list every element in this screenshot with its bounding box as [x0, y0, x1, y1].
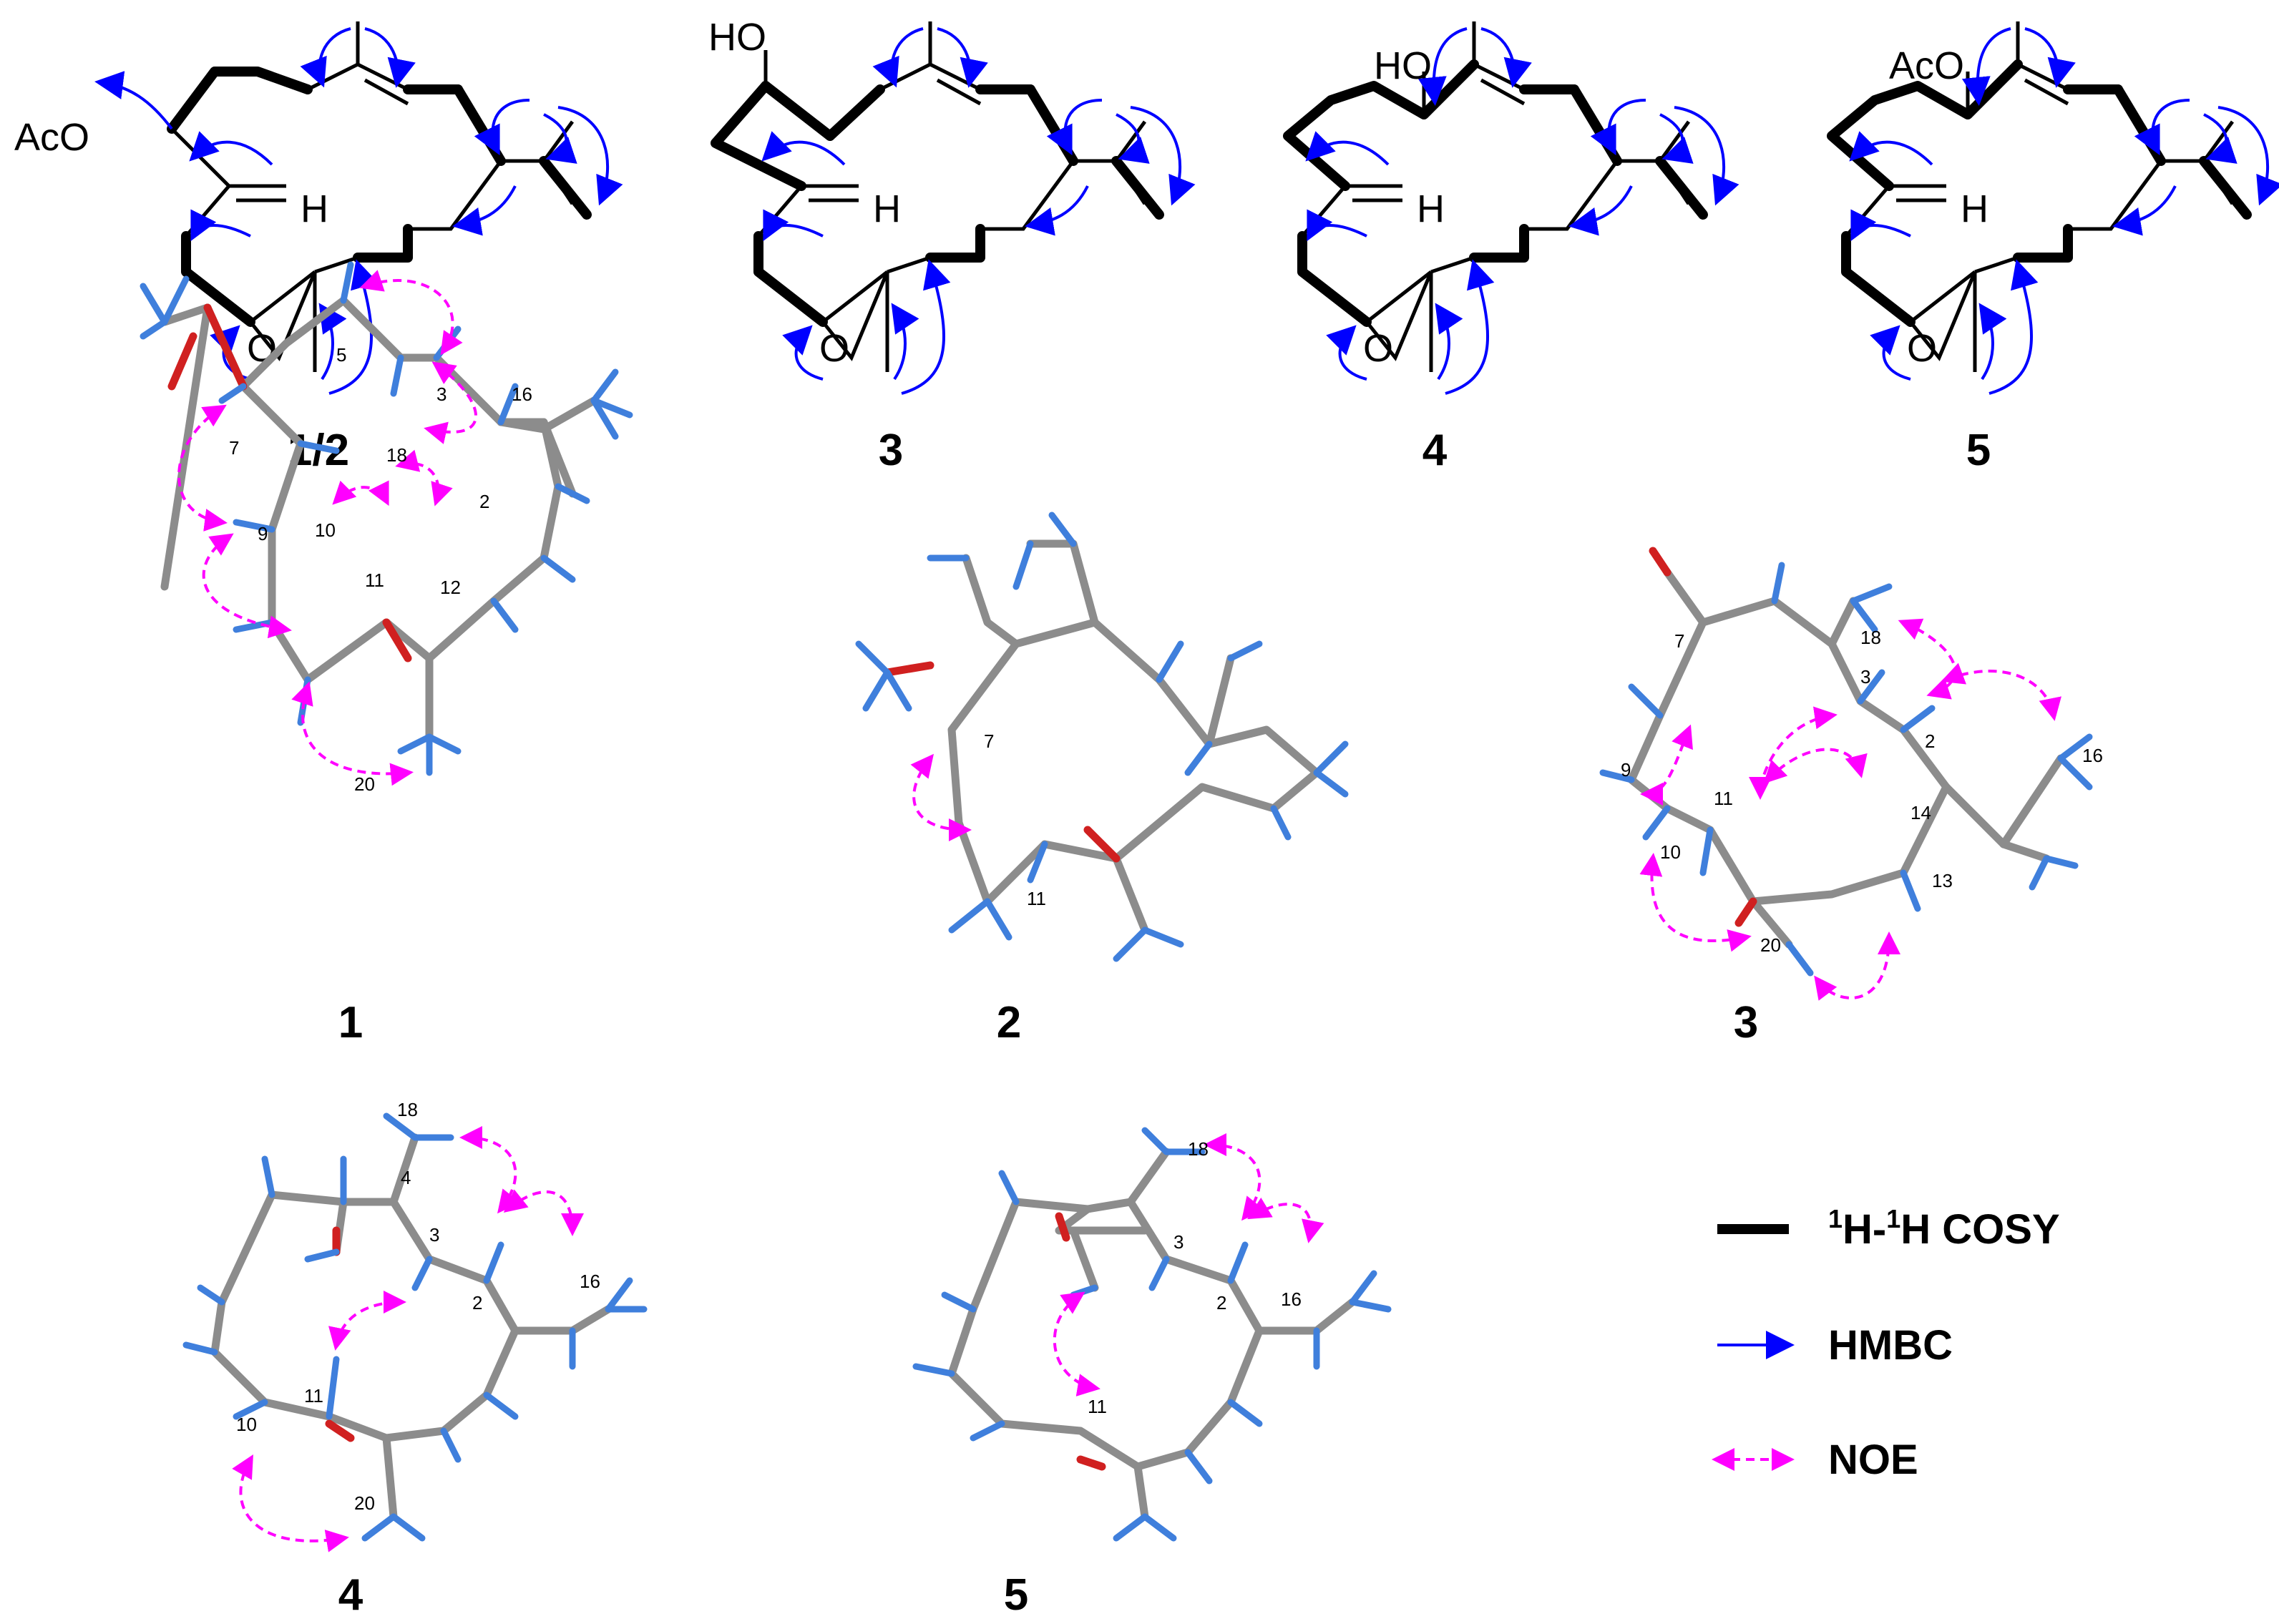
atom-number: 18 — [1860, 627, 1881, 648]
atom-number: 14 — [1910, 802, 1931, 823]
atom-number: 2 — [479, 491, 489, 512]
h-atom: H — [1417, 187, 1445, 230]
structure-1-2: AcO H O 1/2 — [14, 21, 623, 475]
atom-number: 10 — [315, 519, 336, 541]
atom-number: 5 — [336, 344, 346, 366]
substituent-label: AcO — [1889, 44, 1964, 87]
atom-number: 7 — [1674, 630, 1684, 652]
atom-number: 18 — [386, 444, 407, 466]
atom-number: 10 — [236, 1414, 257, 1435]
legend: 1H-1H COSY HMBC NOE — [1712, 1204, 2060, 1483]
h-atom: H — [1961, 187, 1988, 230]
atom-number: 9 — [258, 523, 268, 544]
structure-5: AcO H O 5 — [1827, 21, 2279, 475]
atom-number: 16 — [2082, 745, 2103, 766]
atom-number: 16 — [1281, 1288, 1302, 1310]
atom-number: 9 — [1621, 759, 1631, 781]
compound-label: 5 — [1004, 1570, 1028, 1620]
substituent-label: HO — [708, 16, 766, 59]
atom-number: 20 — [354, 1492, 375, 1514]
o-atom: O — [1363, 327, 1393, 370]
atom-number: 16 — [512, 383, 532, 405]
atom-number: 16 — [580, 1271, 600, 1292]
hmbc-legend-label: HMBC — [1828, 1322, 1953, 1369]
atom-number: 3 — [1860, 666, 1870, 688]
substituent-label: AcO — [14, 116, 89, 159]
compound-label: 1 — [338, 998, 363, 1047]
atom-number: 13 — [1932, 870, 1953, 891]
atom-number: 11 — [1027, 888, 1046, 909]
structure-4: HO H O 4 — [1283, 21, 1739, 475]
atom-number: 4 — [401, 1167, 411, 1188]
compound-label: 4 — [1422, 426, 1448, 475]
atom-numbers: 5 3 16 7 18 2 9 10 11 12 20 7 11 18 7 3 … — [229, 344, 2103, 1514]
h-atom: H — [873, 187, 901, 230]
atom-number: 7 — [229, 437, 239, 459]
h-atom: H — [301, 187, 328, 230]
compound-label: 3 — [1734, 998, 1758, 1047]
atom-number: 7 — [984, 730, 994, 752]
compound-label: 4 — [338, 1570, 363, 1620]
conformer-1: 1 — [140, 261, 633, 1047]
o-atom: O — [819, 327, 849, 370]
atom-number: 3 — [429, 1224, 439, 1246]
atom-number: 20 — [1760, 934, 1781, 956]
atom-number: 3 — [1173, 1231, 1184, 1253]
compound-label: 3 — [879, 426, 903, 475]
o-atom: O — [1907, 327, 1937, 370]
atom-number: 11 — [365, 569, 384, 591]
atom-number: 10 — [1660, 841, 1681, 863]
structure-3: HO H O 3 — [708, 16, 1196, 475]
conformer-4: 4 — [182, 1112, 648, 1620]
noe-legend-label: NOE — [1828, 1437, 1918, 1483]
conformer-5: 5 — [912, 1127, 1392, 1620]
atom-number: 12 — [440, 577, 461, 598]
atom-number: 18 — [1188, 1138, 1209, 1160]
atom-number: 2 — [1925, 730, 1935, 752]
compound-label: 2 — [997, 998, 1021, 1047]
conformer-3: 3 — [1599, 547, 2093, 1047]
cosy-legend-label: 1H-1H COSY — [1828, 1204, 2060, 1253]
atom-number: 2 — [1216, 1292, 1226, 1314]
atom-number: 3 — [436, 383, 446, 405]
atom-number: 11 — [1714, 788, 1733, 809]
atom-number: 11 — [1088, 1396, 1107, 1417]
compound-label: 5 — [1966, 426, 1991, 475]
atom-number: 18 — [397, 1099, 418, 1120]
atom-number: 11 — [304, 1385, 323, 1407]
atom-number: 20 — [354, 773, 375, 795]
substituent-label: HO — [1374, 44, 1432, 87]
conformer-2: 2 — [855, 512, 1349, 1047]
atom-number: 2 — [472, 1292, 482, 1314]
